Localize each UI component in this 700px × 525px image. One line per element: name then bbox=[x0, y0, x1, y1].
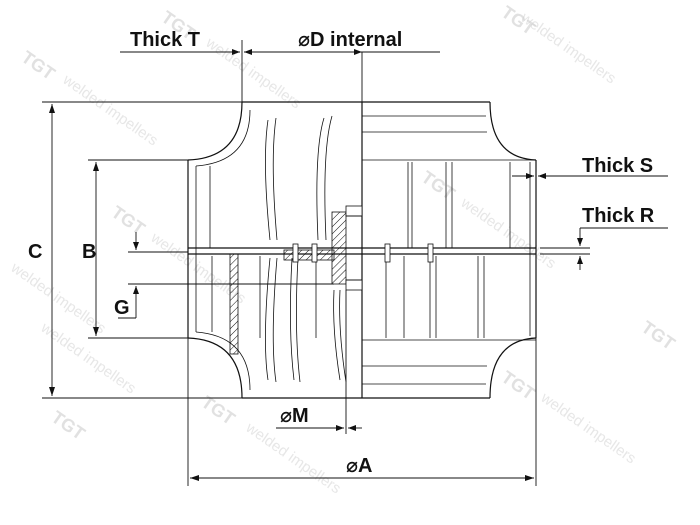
watermark-brand: TGT bbox=[638, 317, 679, 354]
label-m: ⌀M bbox=[280, 405, 309, 427]
watermark-brand: TGT bbox=[418, 167, 459, 204]
label-d-internal: ⌀D internal bbox=[298, 29, 402, 51]
watermark-tagline: welded impellers bbox=[517, 9, 619, 88]
label-thick-s: Thick S bbox=[582, 155, 653, 177]
watermark-brand: TGT bbox=[48, 407, 89, 444]
label-a: ⌀A bbox=[346, 455, 372, 477]
label-c: C bbox=[28, 241, 42, 263]
label-b: B bbox=[82, 241, 96, 263]
watermark-brand: TGT bbox=[18, 47, 59, 84]
label-thick-t: Thick T bbox=[130, 29, 200, 51]
watermark-brand: TGT bbox=[498, 367, 539, 404]
label-g: G bbox=[114, 297, 130, 319]
watermark-tagline: welded impellers bbox=[537, 389, 639, 468]
watermark-brand: TGT bbox=[108, 202, 149, 239]
watermark-tagline: welded impellers bbox=[457, 194, 559, 273]
dimension-lines bbox=[42, 40, 668, 486]
watermark-tagline: welded impellers bbox=[202, 34, 304, 113]
label-thick-r: Thick R bbox=[582, 205, 655, 227]
watermark-tagline: welded impellers bbox=[59, 71, 161, 150]
watermark-tagline: welded impellers bbox=[242, 419, 344, 498]
impeller-outline bbox=[187, 101, 537, 399]
watermark-brand: TGT bbox=[198, 392, 239, 429]
